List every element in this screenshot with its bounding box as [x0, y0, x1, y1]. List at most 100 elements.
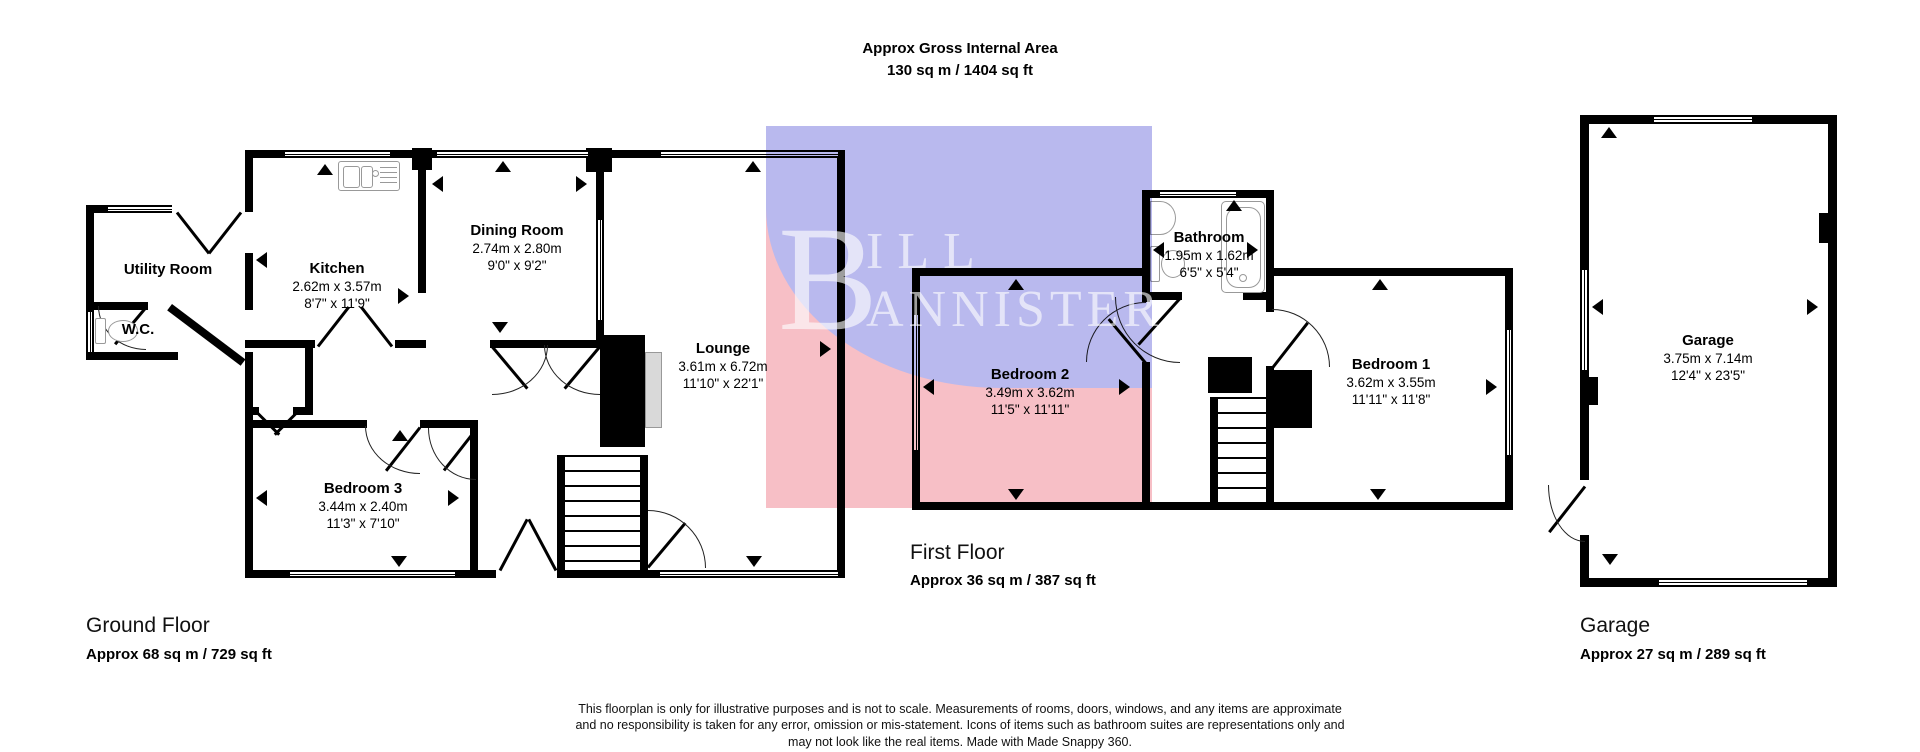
- staircase-ground: [565, 455, 640, 570]
- staircase-first: [1218, 397, 1266, 502]
- wall-landing-bottom: [1150, 502, 1270, 510]
- wall-garage-top: [1580, 115, 1654, 124]
- wall-bedroom1-bottom: [1266, 502, 1513, 510]
- room-label-bedroom1: Bedroom 1 3.62m x 3.55m 11'11" x 11'8": [1300, 356, 1482, 409]
- door-arc: [648, 510, 706, 568]
- window: [108, 205, 172, 213]
- window: [1580, 270, 1589, 370]
- chimney-breast: [600, 335, 645, 447]
- front-door-leaf: [527, 518, 558, 572]
- measure-arrow-down: [1602, 554, 1618, 565]
- measure-arrow-down: [746, 556, 762, 567]
- basin-icon: [1150, 201, 1176, 235]
- room-name: Bedroom 3: [323, 480, 403, 497]
- measure-arrow-up: [495, 161, 511, 172]
- wall-bedroom3-right: [470, 420, 478, 578]
- hearth: [645, 352, 662, 428]
- wall-garage-bottom: [1580, 578, 1659, 587]
- wall-bathroom-right: [1266, 190, 1274, 302]
- room-dim-metric: 1.95m x 1.62m: [1164, 247, 1254, 263]
- wall-garage-left: [1580, 370, 1589, 480]
- room-dim-metric: 3.61m x 6.72m: [678, 358, 768, 374]
- wall-segment: [245, 570, 290, 578]
- wall-segment: [245, 150, 253, 212]
- gross-area-value: 130 sq m / 1404 sq ft: [887, 61, 1033, 79]
- door-leaf: [207, 211, 243, 255]
- window: [1659, 578, 1807, 587]
- gross-area-title: Approx Gross Internal Area: [862, 40, 1058, 57]
- measure-arrow-left: [432, 176, 443, 192]
- window: [437, 150, 588, 158]
- room-name: Kitchen: [309, 260, 365, 277]
- stair-wall: [1210, 397, 1218, 505]
- wall-segment: [245, 253, 253, 310]
- wall-bedroom3-top: [245, 420, 367, 428]
- disclaimer: This floorplan is only for illustrative …: [460, 701, 1460, 750]
- sink-tap-icon: [372, 170, 379, 177]
- measure-arrow-down: [1370, 489, 1386, 500]
- gross-internal-area: Approx Gross Internal Area 130 sq m / 14…: [660, 38, 1260, 82]
- disclaimer-line1: This floorplan is only for illustrative …: [578, 702, 1342, 716]
- stair-wall: [557, 455, 565, 570]
- wall-bedroom1-top: [1266, 268, 1513, 276]
- measure-arrow-right: [576, 176, 587, 192]
- room-name: Utility Room: [123, 261, 213, 278]
- room-dim-imperial: 6'5" x 5'4": [1179, 264, 1239, 280]
- wall-pillar: [1589, 377, 1598, 405]
- wall-kitchen-dining: [418, 158, 426, 293]
- measure-arrow-down: [492, 322, 508, 333]
- sink-bowl-icon: [361, 166, 373, 188]
- measure-arrow-right: [1807, 299, 1818, 315]
- wall-pillar: [1819, 213, 1837, 243]
- kitchen-sink-icon: [338, 161, 400, 191]
- ground-floor-area: Approx 68 sq m / 729 sq ft: [86, 646, 272, 663]
- wall-dining-lounge: [596, 158, 604, 220]
- window: [285, 150, 390, 158]
- measure-arrow-up: [317, 164, 333, 175]
- measure-arrow-up: [745, 161, 761, 172]
- room-dim-imperial: 11'11" x 11'8": [1351, 391, 1431, 407]
- chimney-breast: [1266, 370, 1312, 428]
- sink-drainer-icon: [380, 167, 397, 186]
- wall-segment: [245, 150, 285, 158]
- room-dim-imperial: 9'0" x 9'2": [487, 257, 547, 273]
- room-name: Dining Room: [470, 222, 564, 239]
- wall-bedroom1-right: [1505, 268, 1513, 330]
- window: [86, 312, 94, 352]
- wall-bathroom-bottom: [1142, 292, 1182, 300]
- wall-bathroom-top: [1236, 190, 1274, 198]
- wall-utility-top: [86, 205, 110, 213]
- wall-segment: [245, 352, 253, 578]
- wall-dining-bottom: [490, 340, 604, 348]
- room-name: Garage: [1682, 332, 1734, 349]
- room-label-bathroom: Bathroom 1.95m x 1.62m 6'5" x 5'4": [1146, 229, 1272, 282]
- room-dim-metric: 2.62m x 3.57m: [292, 278, 382, 294]
- wall-bedroom1-right: [1505, 455, 1513, 510]
- wall-garage-left: [1580, 115, 1589, 270]
- wall-bedroom1-left: [1266, 268, 1274, 312]
- toilet-icon: [1161, 250, 1185, 278]
- bathtub-inner-icon: [1226, 207, 1261, 288]
- window: [660, 570, 838, 578]
- window: [596, 220, 604, 320]
- measure-arrow-left: [256, 252, 267, 268]
- measure-arrow-up: [1372, 279, 1388, 290]
- garage-title: Garage: [1580, 614, 1651, 637]
- wall-bedroom3-top: [420, 420, 478, 428]
- room-label-dining: Dining Room 2.74m x 2.80m 9'0" x 9'2": [427, 222, 607, 275]
- room-dim-metric: 2.74m x 2.80m: [472, 240, 562, 256]
- wall-kitchen-bottom: [395, 340, 426, 348]
- measure-arrow-up: [1226, 200, 1242, 211]
- wall-closet: [245, 407, 259, 415]
- wall-bathroom-bottom: [1243, 292, 1274, 300]
- first-floor-title: First Floor: [910, 541, 1005, 564]
- room-dim-metric: 3.62m x 3.55m: [1346, 374, 1436, 390]
- measure-arrow-left: [1592, 299, 1603, 315]
- bathtub-drain-icon: [1239, 274, 1247, 282]
- room-dim-imperial: 11'3" x 7'10": [326, 515, 400, 531]
- measure-arrow-right: [448, 490, 459, 506]
- window: [290, 570, 455, 578]
- wall-garage-left: [1580, 535, 1589, 587]
- measure-arrow-left: [256, 490, 267, 506]
